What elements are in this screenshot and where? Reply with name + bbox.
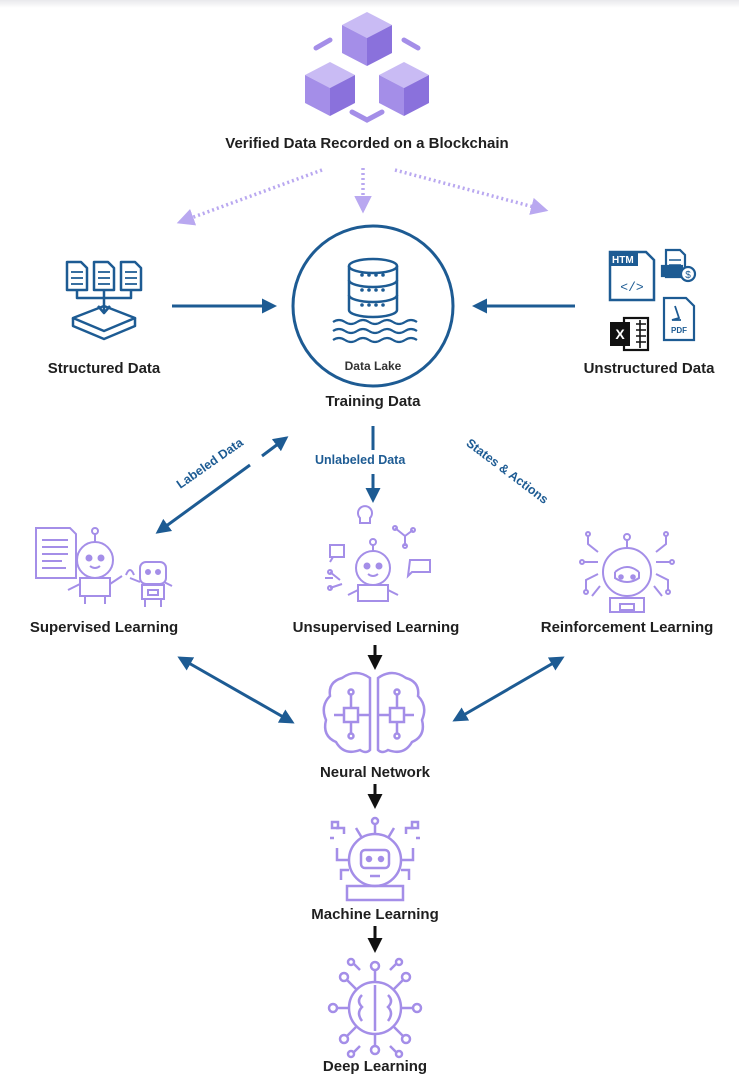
deep-learning-brain-icon <box>327 957 423 1059</box>
machine-learning-robot-icon <box>330 816 420 902</box>
reinforcement-robot-icon <box>579 531 675 613</box>
top-shadow <box>0 0 739 8</box>
structured-data-label: Structured Data <box>47 360 161 377</box>
data-lake-label: Data Lake <box>345 359 402 373</box>
svg-text:HTM: HTM <box>612 255 634 266</box>
structured-data-icon <box>65 260 143 341</box>
svg-text:PDF: PDF <box>671 326 687 335</box>
unstructured-data-label: Unstructured Data <box>583 360 715 377</box>
supervised-learning-label: Supervised Learning <box>29 619 179 636</box>
supervised-neural-arrow <box>177 656 295 724</box>
supervised-robot-icon <box>35 527 173 607</box>
training-data-label: Training Data <box>325 393 421 410</box>
reinforcement-neural-arrow <box>452 656 565 722</box>
unlabeled-data-edge-label: Unlabeled Data <box>315 453 406 467</box>
svg-text:X: X <box>615 326 625 342</box>
deep-learning-label: Deep Learning <box>322 1058 428 1075</box>
pdf-file-icon: PDF <box>662 296 696 342</box>
unsupervised-robot-icon <box>325 505 431 602</box>
excel-file-icon: X <box>610 316 650 352</box>
machine-learning-label: Machine Learning <box>311 906 439 923</box>
blockchain-label: Verified Data Recorded on a Blockchain <box>225 135 509 152</box>
unsupervised-learning-label: Unsupervised Learning <box>292 619 460 636</box>
neural-brain-icon <box>322 671 426 754</box>
labeled-arrow-tail <box>155 463 251 534</box>
labeled-arrow-head <box>261 436 289 458</box>
reinforcement-learning-label: Reinforcement Learning <box>540 619 714 636</box>
invoice-icon: $ <box>660 248 697 283</box>
svg-text:</>: </> <box>620 280 644 295</box>
blockchain-cubes-icon <box>305 12 429 123</box>
blockchain-to-data-arrows <box>176 168 549 226</box>
html-file-icon: HTM </> <box>608 250 656 302</box>
data-lake-icon: Data Lake <box>291 224 455 388</box>
neural-network-label: Neural Network <box>319 764 431 781</box>
svg-text:$: $ <box>685 270 691 281</box>
